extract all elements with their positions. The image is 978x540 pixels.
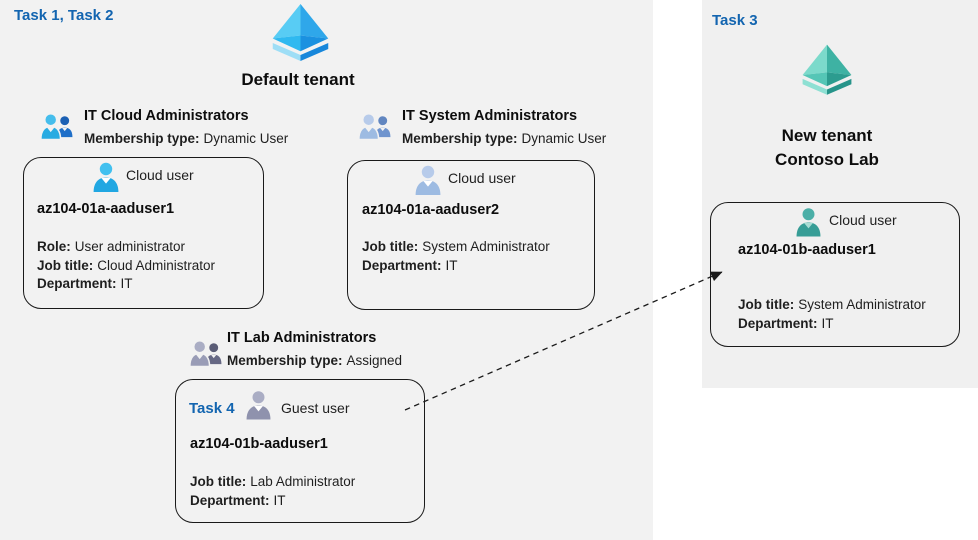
detail-value: User administrator [74, 239, 186, 254]
membership-type-value: Dynamic User [521, 131, 607, 146]
group-icon-it-system-administrators [358, 112, 391, 141]
group-title-it-cloud-administrators: IT Cloud Administrators [84, 108, 249, 124]
detail-row: Department:IT [738, 315, 926, 334]
detail-label: Role: [37, 239, 71, 254]
detail-value: IT [821, 315, 834, 331]
detail-label: Department: [190, 492, 270, 508]
azure-ad-icon-new-tenant [794, 42, 860, 100]
detail-label: Job title: [37, 257, 94, 273]
group-title-it-lab-administrators: IT Lab Administrators [227, 330, 377, 346]
detail-row: Department:IT [37, 275, 215, 294]
group-membership-it-system-administrators: Membership type:Dynamic User [402, 131, 606, 146]
membership-type-label: Membership type: [84, 131, 200, 146]
detail-value: System Administrator [422, 239, 550, 254]
new-tenant-title-line1: New tenant [781, 126, 873, 145]
detail-value: IT [445, 257, 458, 273]
detail-row: Department:IT [362, 257, 550, 276]
cloud-user-icon [414, 165, 442, 195]
group-icon-it-cloud-administrators [40, 112, 73, 141]
detail-row: Department:IT [190, 492, 355, 511]
default-tenant-region [0, 0, 653, 540]
detail-label: Department: [738, 315, 818, 331]
detail-label: Job title: [362, 239, 419, 254]
user-details: Role:User administrator Job title:Cloud … [37, 238, 215, 294]
group-membership-it-lab-administrators: Membership type:Assigned [227, 353, 402, 368]
guest-user-card-az104-01b-aaduser1 [175, 379, 425, 523]
task-3-label: Task 3 [712, 12, 758, 29]
group-icon-it-lab-administrators [189, 339, 222, 368]
detail-row: Role:User administrator [37, 238, 215, 257]
detail-row: Job title:Lab Administrator [190, 473, 355, 492]
detail-value: Lab Administrator [250, 474, 356, 489]
detail-row: Job title:Cloud Administrator [37, 257, 215, 276]
user-card-az104-01a-aaduser1 [23, 157, 264, 309]
group-title-it-system-administrators: IT System Administrators [402, 108, 578, 124]
user-details: Job title:Lab Administrator Department:I… [190, 473, 355, 510]
membership-type-label: Membership type: [402, 131, 518, 146]
guest-user-icon [245, 390, 272, 420]
azure-ad-icon-default-tenant [263, 4, 338, 64]
user-name: az104-01a-aaduser1 [37, 201, 175, 217]
user-details: Job title:System Administrator Departmen… [362, 238, 550, 275]
detail-row: Job title:System Administrator [362, 238, 550, 257]
group-membership-it-cloud-administrators: Membership type:Dynamic User [84, 131, 288, 146]
detail-row: Job title:System Administrator [738, 296, 926, 315]
user-name: az104-01a-aaduser2 [362, 202, 500, 218]
user-name: az104-01b-aaduser1 [190, 436, 328, 452]
detail-value: IT [120, 276, 133, 291]
detail-label: Department: [37, 276, 117, 291]
new-tenant-title-line2: Contoso Lab [775, 150, 879, 169]
cloud-user-icon [92, 162, 120, 192]
detail-value: IT [273, 492, 286, 508]
detail-label: Job title: [190, 474, 247, 489]
task-1-2-label: Task 1, Task 2 [14, 7, 114, 24]
detail-value: Cloud Administrator [97, 257, 216, 273]
membership-type-value: Dynamic User [203, 131, 289, 146]
membership-type-label: Membership type: [227, 353, 343, 368]
detail-value: System Administrator [798, 297, 926, 312]
membership-type-value: Assigned [346, 353, 403, 368]
detail-label: Department: [362, 257, 442, 273]
user-name: az104-01b-aaduser1 [738, 242, 876, 258]
detail-label: Job title: [738, 297, 795, 312]
user-type-label: Cloud user [126, 167, 194, 183]
user-type-label: Cloud user [448, 170, 516, 186]
cloud-user-icon [795, 207, 822, 237]
user-details: Job title:System Administrator Departmen… [738, 296, 926, 333]
user-type-label: Cloud user [829, 212, 897, 228]
default-tenant-title: Default tenant [241, 70, 355, 89]
user-type-label: Guest user [281, 400, 350, 416]
new-tenant-title: New tenant Contoso Lab [727, 124, 927, 172]
task-4-label: Task 4 [189, 400, 235, 417]
